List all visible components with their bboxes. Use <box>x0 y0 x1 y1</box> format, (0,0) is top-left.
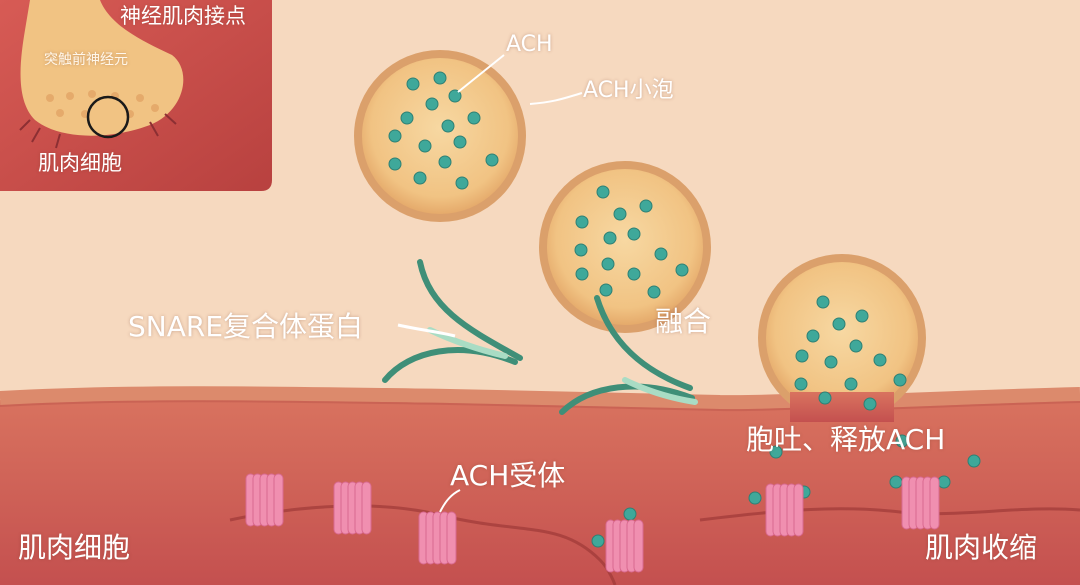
ach-molecule <box>433 71 447 85</box>
ach-molecule <box>818 391 832 405</box>
ach-molecule <box>855 309 869 323</box>
inset-muscle-label: 肌肉细胞 <box>38 151 122 175</box>
ach-molecule <box>863 397 877 411</box>
ach-label: ACH <box>506 32 553 57</box>
ach-molecule <box>794 377 808 391</box>
ach-receptor <box>245 473 284 527</box>
ach-molecule <box>895 434 909 448</box>
ach-molecule <box>654 247 668 261</box>
snare-protein-complex <box>559 295 698 415</box>
ach-receptor <box>765 483 804 537</box>
ach-molecule <box>623 507 637 521</box>
ach-molecule <box>873 353 887 367</box>
ach-receptor <box>418 511 457 565</box>
ach-molecule <box>485 153 499 167</box>
presynaptic-neuron-terminal <box>20 0 184 136</box>
ach-molecule <box>441 119 455 133</box>
ach-molecule <box>448 89 462 103</box>
pointer-snare <box>397 323 456 338</box>
membrane-edge <box>0 400 1080 413</box>
exocytosis-label: 胞吐、释放ACH <box>746 423 946 456</box>
ach-receptor <box>333 481 372 535</box>
muscle-cell-region <box>0 395 1080 585</box>
muscle-fibers <box>19 113 177 149</box>
ach-molecule <box>627 267 641 281</box>
ach-molecule <box>599 283 613 297</box>
inset-panel <box>0 0 272 191</box>
ach-molecule <box>849 339 863 353</box>
presynaptic-neuron-label: 突触前神经元 <box>44 52 128 68</box>
muscle-contraction-label: 肌肉收缩 <box>925 531 1038 564</box>
ach-molecule <box>400 111 414 125</box>
ach-molecule <box>575 215 589 229</box>
ach-molecule <box>574 243 588 257</box>
ach-molecule <box>596 185 610 199</box>
ach-vesicle-exocytosis <box>758 254 926 422</box>
ach-molecule <box>613 207 627 221</box>
ach-molecule <box>844 377 858 391</box>
ach-molecule <box>937 475 951 489</box>
zoom-highlight-circle <box>86 95 130 139</box>
ach-molecule <box>647 285 661 299</box>
ach-vesicle <box>354 50 526 222</box>
ach-vesicle-fusing <box>539 161 711 333</box>
ach-molecule <box>889 475 903 489</box>
ach-molecule <box>425 97 439 111</box>
inset-vesicles <box>46 90 159 118</box>
ach-molecule <box>639 199 653 213</box>
snare-label: SNARE复合体蛋白 <box>128 310 364 343</box>
ach-receptors <box>245 473 940 573</box>
ach-molecules <box>388 71 981 548</box>
pointer-receptor <box>439 489 461 513</box>
ach-molecule <box>575 267 589 281</box>
ach-molecule <box>795 349 809 363</box>
ach-molecule <box>453 135 467 149</box>
pointer-ach <box>457 54 505 93</box>
ach-molecule <box>455 176 469 190</box>
pointer-ach-vesicle <box>529 92 583 105</box>
ach-molecule <box>406 77 420 91</box>
ach-molecule <box>627 227 641 241</box>
muscle-cell-label: 肌肉细胞 <box>18 531 131 564</box>
ach-molecule <box>388 157 402 171</box>
fusion-label: 融合 <box>655 305 712 338</box>
ach-vesicle-label: ACH小泡 <box>583 78 674 103</box>
ach-receptor <box>605 519 644 573</box>
ach-molecule <box>413 171 427 185</box>
ach-molecule <box>967 454 981 468</box>
ach-molecule <box>816 295 830 309</box>
ach-molecule <box>438 155 452 169</box>
ach-molecule <box>824 355 838 369</box>
ach-molecule <box>601 257 615 271</box>
ach-molecule <box>418 139 432 153</box>
inset-title: 神经肌肉接点 <box>120 4 246 28</box>
ach-molecule <box>832 317 846 331</box>
ach-molecule <box>806 329 820 343</box>
ach-molecule <box>675 263 689 277</box>
ach-molecule <box>769 445 783 459</box>
ach-molecule <box>603 231 617 245</box>
ach-molecule <box>591 534 605 548</box>
ach-molecule <box>388 129 402 143</box>
ach-molecule <box>467 111 481 125</box>
ach-molecule <box>893 373 907 387</box>
ach-receptor-label: ACH受体 <box>450 459 566 492</box>
ach-molecule <box>748 491 762 505</box>
ach-receptor <box>901 476 940 530</box>
